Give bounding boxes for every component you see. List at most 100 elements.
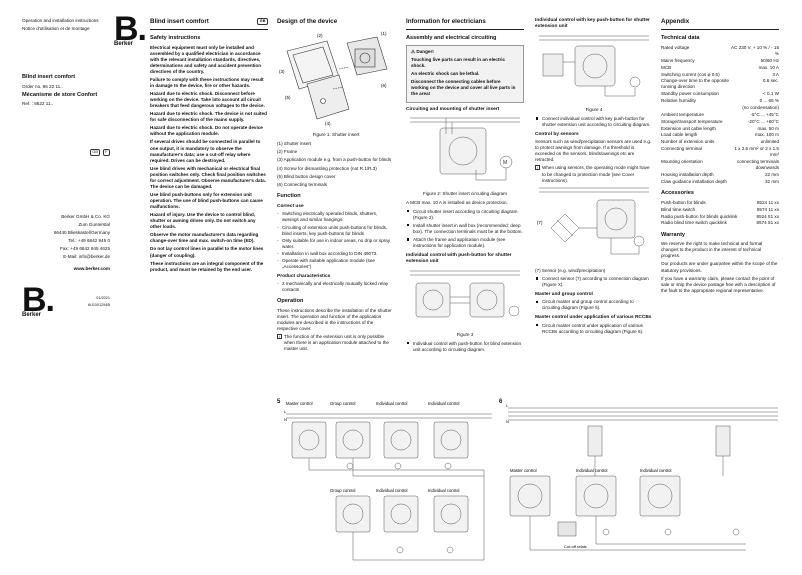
mcb-text: A MCB max. 10 A is installed as device p… [406,200,508,206]
logo-word: Berker [22,312,42,319]
accessory-row-label: Blind time switch [661,206,696,212]
safety-paragraph: Hazard due to electric shock. Do not ope… [150,125,263,137]
tech-row-value: (no condensation) [742,104,779,110]
sensor-circuit-diagram: (7) [537,187,649,254]
safety-text: Electrical equipment must only be instal… [150,45,268,273]
address-line: Tel.: +49 6842 945 0 [68,238,110,244]
fig5-mains-n: N [284,417,287,422]
callout-1: (1) [381,31,387,36]
lang-badge-gb: GB [257,18,268,25]
fig6-mains-l: L [506,403,509,408]
legend-item: (4) Screw for dismantling protection (no… [277,165,377,171]
appendix-heading: Appendix [661,18,690,25]
tech-row-label: Claw guidance installation depth [661,178,727,184]
tech-row-value: 50/60 Hz [760,57,779,63]
fig6-label: Individual control [640,468,671,473]
accessory-row-value: 8524 11 xx [756,199,779,205]
shutter-insert-circuit-diagram: M [410,118,520,181]
correct-use-item: Circuiting of extension units push-butto… [277,225,395,237]
callout-6: (6) [381,83,387,88]
sensors-text: Sensors such as wind/precipitation senso… [535,139,652,163]
safety-paragraph: Observe the motor manufacturer's data re… [150,232,259,244]
safety-paragraph: Failure to comply with these instruction… [150,76,264,88]
lang-badge-f: F [102,149,110,156]
tech-row-value: 22 mm [764,171,779,177]
accessories-heading: Accessories [661,190,694,197]
figure5-number: 5 [277,399,281,405]
sensor-callout: (7) [537,220,543,225]
step-item: Install shutter insert in wall box (reco… [406,223,524,235]
fig5-label: Individual control [376,488,407,493]
step-item: Attach the frame and application module … [406,237,524,249]
tech-row-value: 3 A [772,71,779,77]
fig5-label: Master control [286,401,313,406]
danger-title: ⚠ Danger! [411,49,519,55]
key-control-heading: Individual control with key push-button … [535,18,650,30]
key-push-button-diagram [539,35,649,96]
lang-badge-gb: GB [89,149,101,156]
accessory-row-label: Radio blind time switch quicklink [661,220,727,226]
tech-row-label: Switching current (cos φ 0.6) [661,71,720,77]
operation-note-text: The function of the extension unit is on… [284,334,389,352]
correct-use-item: Switching electrically operated blinds, … [277,211,395,223]
tech-row: (no condensation) [661,105,779,112]
function-heading: Function [277,192,301,199]
doc-date: 01/2021 [96,296,110,301]
safety-paragraph: Electrical equipment must only be instal… [150,44,262,74]
extension-circuit-diagram [410,270,520,317]
circuit-heading: Circuiting and mounting of shutter inser… [406,107,500,112]
tech-row-value: 0.6 sec. [762,78,779,84]
fig5-label: Individual control [376,401,407,406]
reference-number: Ref. : 8522 11.. [22,100,54,106]
fig5-label: Individual control [428,401,459,406]
tech-row-label: Connecting terminal [661,146,702,152]
safety-paragraph: Hazard of injury. Use the device to cont… [150,212,256,230]
accessory-row-label: Radio push-button for blinds quicklink [661,213,738,219]
product-title-fr: Mécanisme de store Confort [22,91,98,98]
header-line-2: Notice d'utilisation et de montage [22,26,90,32]
tech-row-label: Extension unit cable length [661,125,716,131]
sensor-legend: (7) Sensor (e.g. wind/precipitation) [535,267,606,273]
safety-paragraph: Use blind push-buttons only for extensio… [150,191,263,210]
tech-row-value: 0 ... 65 % [759,98,779,104]
tech-row: Storage/transport temperature-20°C ... +… [661,118,779,125]
control-column: Individual control with key push-button … [535,18,653,337]
safety-paragraph: Use blind drives with mechanical or elec… [150,165,266,189]
svg-text:M: M [503,160,507,166]
logo-word: Berker [114,41,134,47]
step-item: Individual control with push-button for … [406,341,524,353]
design-column: Design of the device (2) (3) (5) (1) (6)… [277,18,395,352]
tech-row-value: -5°C ... +45°C [750,111,779,117]
tech-row: Change-over time to the opposite running… [661,78,779,91]
tech-row-value: -20°C ... +60°C [747,118,779,124]
tech-row-label: Rated voltage [661,44,690,50]
tech-row-label: Standby power consumption [661,91,719,97]
tech-row-label: Ambient temperature [661,111,704,117]
figure2-caption: Figure 2: Shutter insert circuiting diag… [423,191,507,197]
tech-row: Standby power consumption< 0.1 W [661,91,779,98]
correct-use-heading: Correct use [277,204,304,210]
fig6-cutoff-label: Cut-off relais [564,544,587,549]
safety-column: Blind insert comfort GB Safety instructi… [150,18,268,275]
tech-row-value: max. 50 m [757,125,779,131]
operation-heading: Operation [277,298,304,305]
technical-data-heading: Technical data [661,35,700,42]
tech-row-label: Load cable length [661,132,698,138]
fig5-mains-l: L [284,409,287,414]
step-item: Circuit shutter insert according to circ… [406,209,524,221]
correct-use-item: Operate with suitable application module… [277,258,395,270]
figure3-caption: Figure 3 [456,331,474,337]
tech-row: Extension unit cable length max. 50 m [661,125,779,132]
accessory-row-value: 8524 51 xx [756,213,779,219]
step-item: Connect individual control with key push… [535,116,653,128]
figure5-wiring-diagram: Master control Group control Individual … [284,401,492,561]
